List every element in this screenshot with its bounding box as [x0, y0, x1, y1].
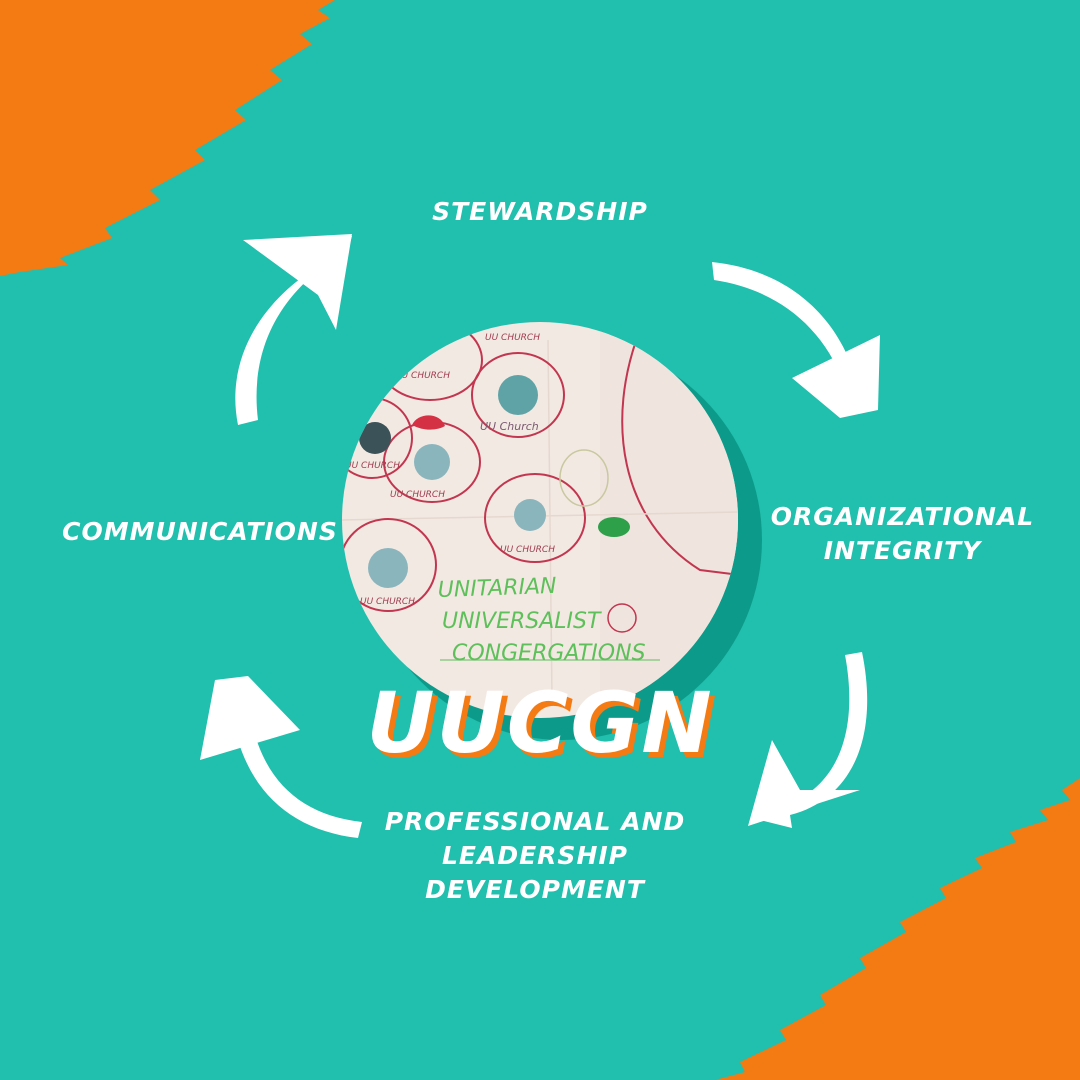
church-label: UU Church: [480, 420, 539, 433]
arrow-right-bottom-icon: [712, 262, 880, 418]
label-line: PROFESSIONAL AND: [384, 807, 686, 836]
green-blob: [598, 517, 630, 537]
label-line: DEVELOPMENT: [425, 875, 645, 904]
arrow-left-top-icon: [200, 676, 362, 838]
label-organizational-integrity: ORGANIZATIONAL INTEGRITY: [760, 500, 1045, 568]
photo-caption-line-3: CONGERGATIONS: [452, 641, 646, 666]
arrow-top-right-icon: [235, 234, 352, 425]
church-label: UU CHURCH: [485, 333, 540, 343]
church-label: UU CHURCH: [390, 490, 445, 500]
church-label: UU CHURCH: [500, 545, 555, 555]
photo-caption-line-1: UNITARIAN: [437, 574, 557, 603]
orange-brush-top-left: [0, 0, 335, 276]
orange-brush-bottom-right: [715, 778, 1080, 1080]
label-professional-leadership-development: PROFESSIONAL AND LEADERSHIP DEVELOPMENT: [360, 805, 710, 907]
arrow-bottom-left-icon: [748, 652, 868, 828]
church-circle: [342, 518, 437, 612]
label-line: LEADERSHIP: [442, 841, 628, 870]
church-label: UU CHURCH: [395, 371, 450, 381]
label-line: ORGANIZATIONAL: [770, 502, 1035, 531]
label-line: INTEGRITY: [823, 536, 982, 565]
label-communications: COMMUNICATIONS: [62, 517, 338, 546]
label-stewardship: STEWARDSHIP: [432, 197, 648, 226]
uucgn-logo-text: UUCGN: [366, 674, 714, 772]
church-label: UU CHURCH: [360, 597, 415, 607]
red-heart-shape: [412, 415, 445, 430]
church-circle: [484, 473, 586, 563]
church-circle: [471, 352, 565, 438]
photo-circle: UU CHURCH UU CHURCH UU Church UU CHURCH …: [342, 322, 738, 718]
photo-caption-line-2: UNIVERSALIST: [442, 609, 602, 634]
church-label: UU CHURCH: [345, 461, 400, 471]
